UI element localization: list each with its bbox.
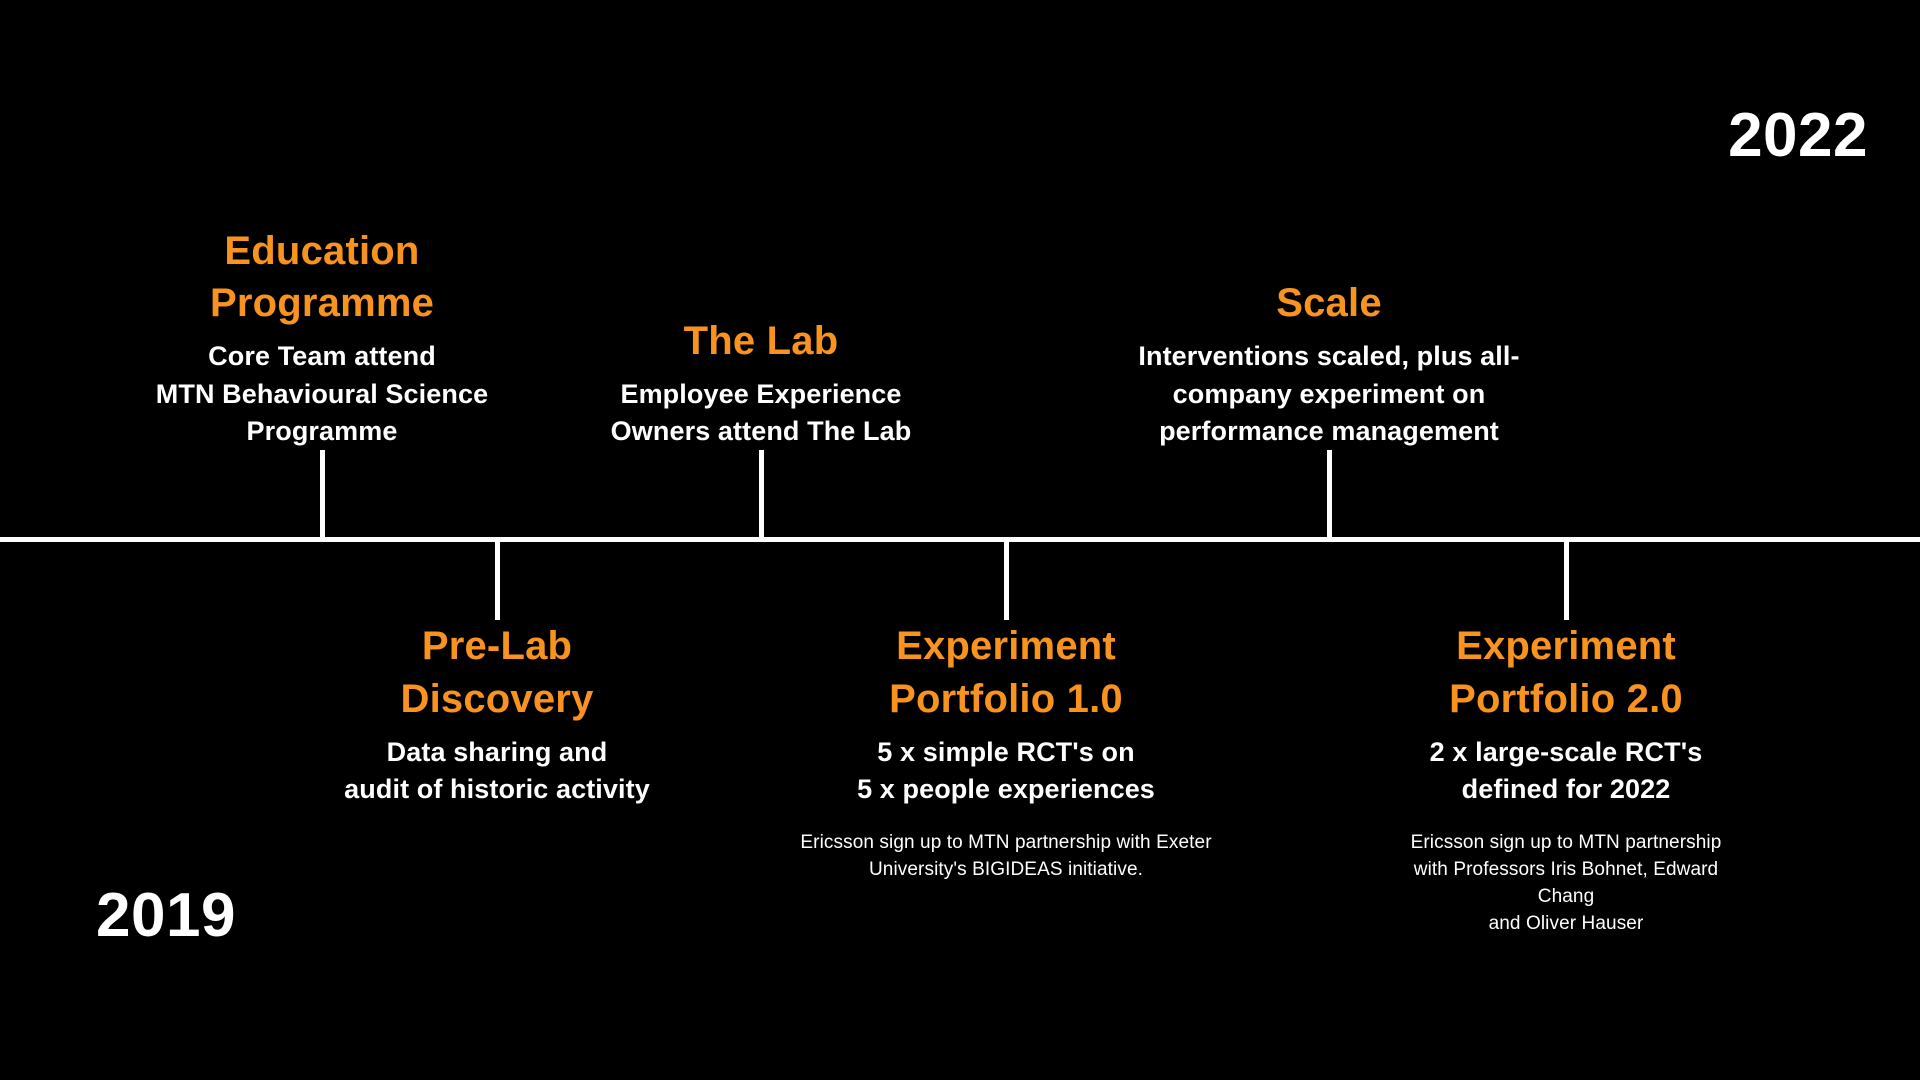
timeline-tick-scale: [1327, 450, 1332, 538]
milestone-description: Interventions scaled, plus all- company …: [1138, 341, 1520, 446]
timeline-tick-the-lab: [759, 450, 764, 538]
milestone-description: Data sharing and audit of historic activ…: [344, 736, 650, 804]
timeline-tick-education-programme: [320, 450, 325, 538]
milestone-title: Experiment Portfolio 1.0: [889, 624, 1123, 721]
start-year-label: 2019: [96, 881, 236, 950]
milestone-description: Employee Experience Owners attend The La…: [610, 378, 912, 446]
milestone-title: Experiment Portfolio 2.0: [1449, 624, 1683, 721]
milestone-title: Pre-Lab Discovery: [400, 624, 594, 721]
milestone-note: Ericsson sign up to MTN partnership with…: [800, 832, 1212, 881]
timeline-tick-pre-lab-discovery: [495, 542, 500, 620]
milestone-title: Education Programme: [209, 228, 435, 326]
timeline-tick-experiment-portfolio-2: [1564, 542, 1569, 620]
milestone-title: The Lab: [683, 318, 839, 363]
timeline-axis-line: [0, 537, 1920, 542]
milestone-description: 2 x large-scale RCT's defined for 2022: [1429, 736, 1703, 804]
milestone-experiment-portfolio-1[interactable]: Experiment Portfolio 1.0 5 x simple RCT's…: [800, 620, 1211, 884]
timeline-tick-experiment-portfolio-1: [1004, 542, 1009, 620]
end-year-label: 2022: [1728, 101, 1868, 170]
milestone-description: 5 x simple RCT's on 5 x people experienc…: [857, 736, 1155, 804]
milestone-title: Scale: [1276, 281, 1382, 326]
milestone-description: Core Team attend MTN Behavioural Science…: [155, 341, 489, 446]
milestone-experiment-portfolio-2[interactable]: Experiment Portfolio 2.0 2 x large-scale …: [1389, 620, 1743, 938]
milestone-note: Ericsson sign up to MTN partnership with…: [1410, 832, 1722, 934]
